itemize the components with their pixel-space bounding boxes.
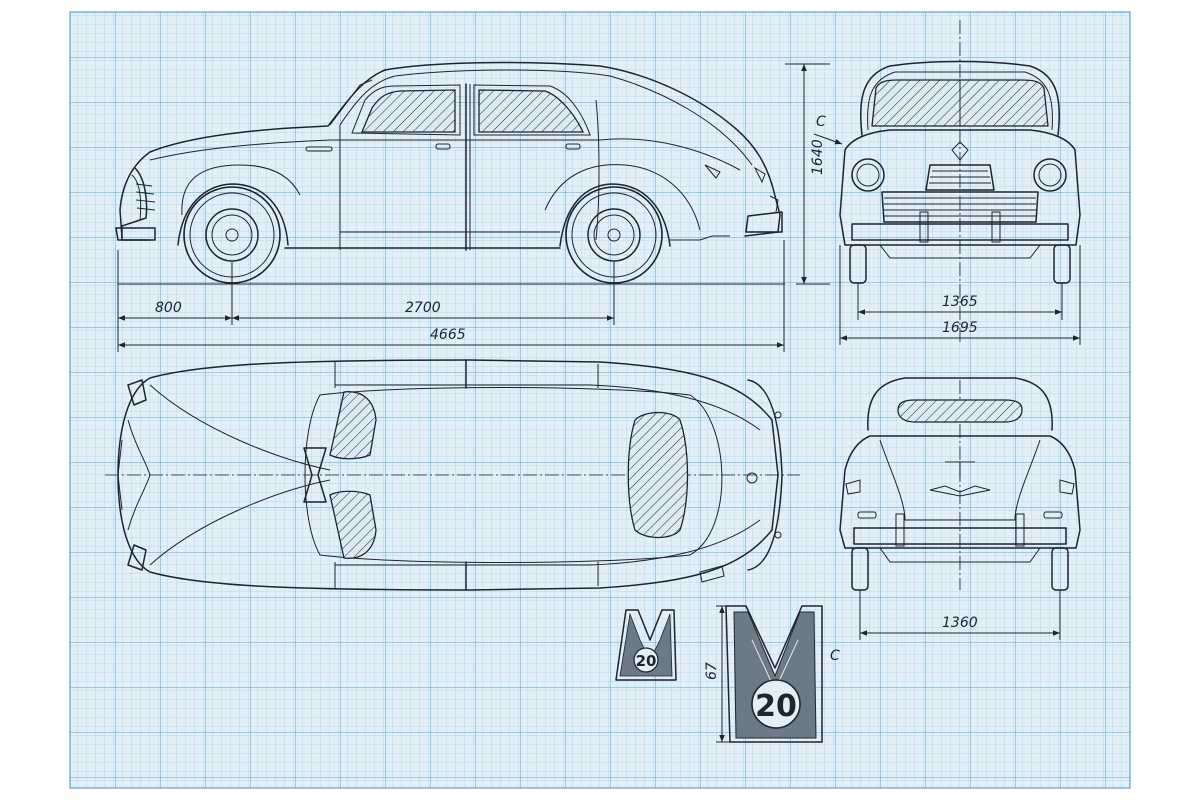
- section-marker-c-arrow: C: [816, 114, 826, 130]
- emblem-large: 20 67 C: [704, 605, 840, 743]
- emblem-small: 20 M: [615, 609, 677, 681]
- front-overhang-label: 800: [155, 300, 182, 316]
- front-view: [839, 20, 1081, 345]
- emblem-small-number: 20: [636, 652, 657, 670]
- wheelbase-label: 2700: [405, 300, 441, 316]
- side-dimensions: 800 2700 4665 1640 C: [117, 63, 843, 352]
- front-dimensions: 1365 1695: [839, 245, 1081, 345]
- side-view: [115, 61, 785, 285]
- top-view: [105, 359, 800, 591]
- emblem-large-number: 20: [755, 689, 797, 724]
- height-label: 1640: [810, 139, 826, 175]
- rear-dimensions: 1360: [859, 590, 1061, 640]
- emblem-height-label: 67: [704, 662, 720, 680]
- rear-view: [839, 377, 1081, 591]
- overall-width-label: 1695: [942, 320, 978, 336]
- overall-length-label: 4665: [430, 327, 466, 343]
- section-marker-c-emblem: C: [830, 648, 840, 664]
- rear-track-label: 1360: [942, 615, 978, 631]
- front-track-label: 1365: [942, 294, 978, 310]
